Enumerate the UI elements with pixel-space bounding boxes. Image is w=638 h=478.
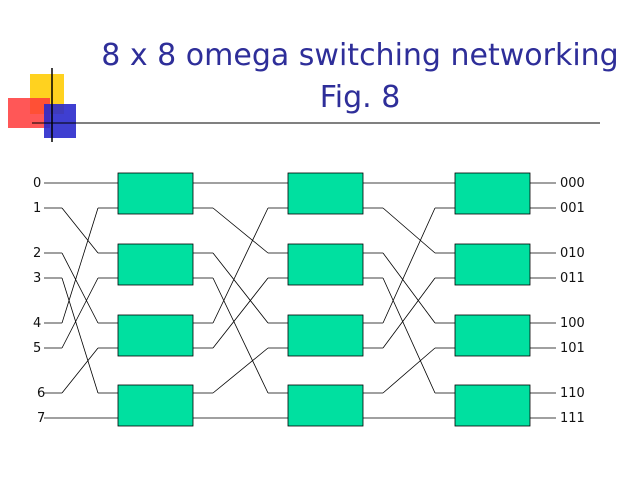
output-labels: 000 001 010 011 100 101 110 111 [560,176,585,426]
input-label: 1 [33,201,41,216]
shuffle-wire [212,207,269,254]
decoration-squares [8,68,600,142]
switch-box [117,384,194,427]
input-labels: 0 1 2 3 4 5 6 7 [33,176,45,426]
shuffle-wire [212,277,269,349]
switch-box [454,172,531,215]
switches [117,172,531,427]
output-label: 011 [560,271,585,286]
output-label: 101 [560,341,585,356]
output-label: 110 [560,386,585,401]
shuffle-wire [61,252,99,324]
shuffle-wire [61,207,99,324]
switch-box [287,243,364,286]
input-label: 2 [33,246,41,261]
input-label: 3 [33,271,41,286]
wires [44,182,556,419]
switch-box [454,314,531,357]
switch-box [287,314,364,357]
switch-box [287,384,364,427]
shuffle-wire [212,207,269,324]
output-label: 100 [560,316,585,331]
input-label: 6 [37,386,45,401]
shuffle-wire [382,207,436,324]
shuffle-wire [382,252,436,324]
switch-box [117,314,194,357]
shuffle-wire [61,347,99,394]
switch-box [454,243,531,286]
input-label: 0 [33,176,41,191]
shuffle-wire [382,207,436,254]
output-label: 001 [560,201,585,216]
output-label: 000 [560,176,585,191]
output-label: 010 [560,246,585,261]
shuffle-wire [61,207,99,254]
input-label: 4 [33,316,41,331]
switch-box [117,172,194,215]
slide-title-line1: 8 x 8 omega switching networking [101,38,619,73]
shuffle-wire [212,347,269,394]
deco-blue-square [44,104,76,138]
shuffle-wire [61,277,99,349]
shuffle-wire [212,252,269,324]
shuffle-wire [212,277,269,394]
switch-box [454,384,531,427]
output-label: 111 [560,411,585,426]
switch-box [117,243,194,286]
slide-title-line2: Fig. 8 [319,80,401,115]
input-label: 7 [37,411,45,426]
shuffle-wire [61,277,99,394]
shuffle-wire [382,347,436,394]
shuffle-wire [382,277,436,394]
shuffle-wire [382,277,436,349]
switch-box [287,172,364,215]
input-label: 5 [33,341,41,356]
